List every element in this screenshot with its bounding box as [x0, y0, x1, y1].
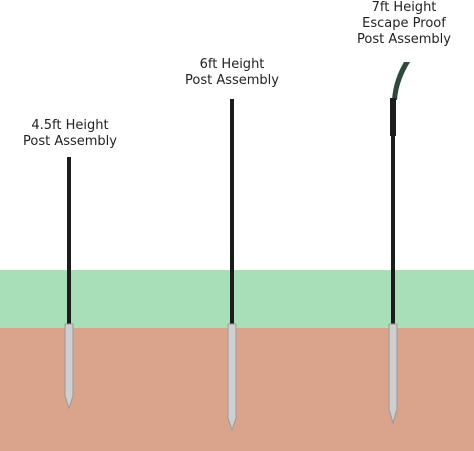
post-7ft-label: 7ft Height Escape Proof Post Assembly: [344, 0, 464, 48]
post-7ft-stake: [388, 323, 398, 425]
post-4-5ft-stake: [64, 323, 74, 410]
grass-layer: [0, 270, 474, 328]
post-6ft: [227, 99, 237, 432]
post-7ft-label-line-1: 7ft Height: [371, 0, 437, 15]
post-4-5ft: [64, 157, 74, 410]
post-6ft-stake: [227, 323, 237, 432]
post-6ft-label-line-2: Post Assembly: [185, 73, 279, 88]
post-4-5ft-label-line-2: Post Assembly: [23, 134, 117, 149]
post-7ft-escape-tip: [392, 62, 410, 100]
post-6ft-label: 6ft Height Post Assembly: [172, 57, 292, 89]
post-7ft-shaft: [391, 134, 395, 325]
post-7ft-label-line-3: Post Assembly: [357, 32, 451, 47]
post-7ft-label-line-2: Escape Proof: [362, 16, 446, 31]
post-6ft-label-line-1: 6ft Height: [199, 57, 265, 72]
post-6ft-shaft: [230, 99, 234, 325]
post-4-5ft-shaft: [67, 157, 71, 325]
post-7ft-escape-proof: [388, 62, 410, 425]
post-4-5ft-label-line-1: 4.5ft Height: [31, 118, 109, 133]
post-4-5ft-label: 4.5ft Height Post Assembly: [10, 118, 130, 150]
post-7ft-shaft-top: [390, 98, 396, 136]
